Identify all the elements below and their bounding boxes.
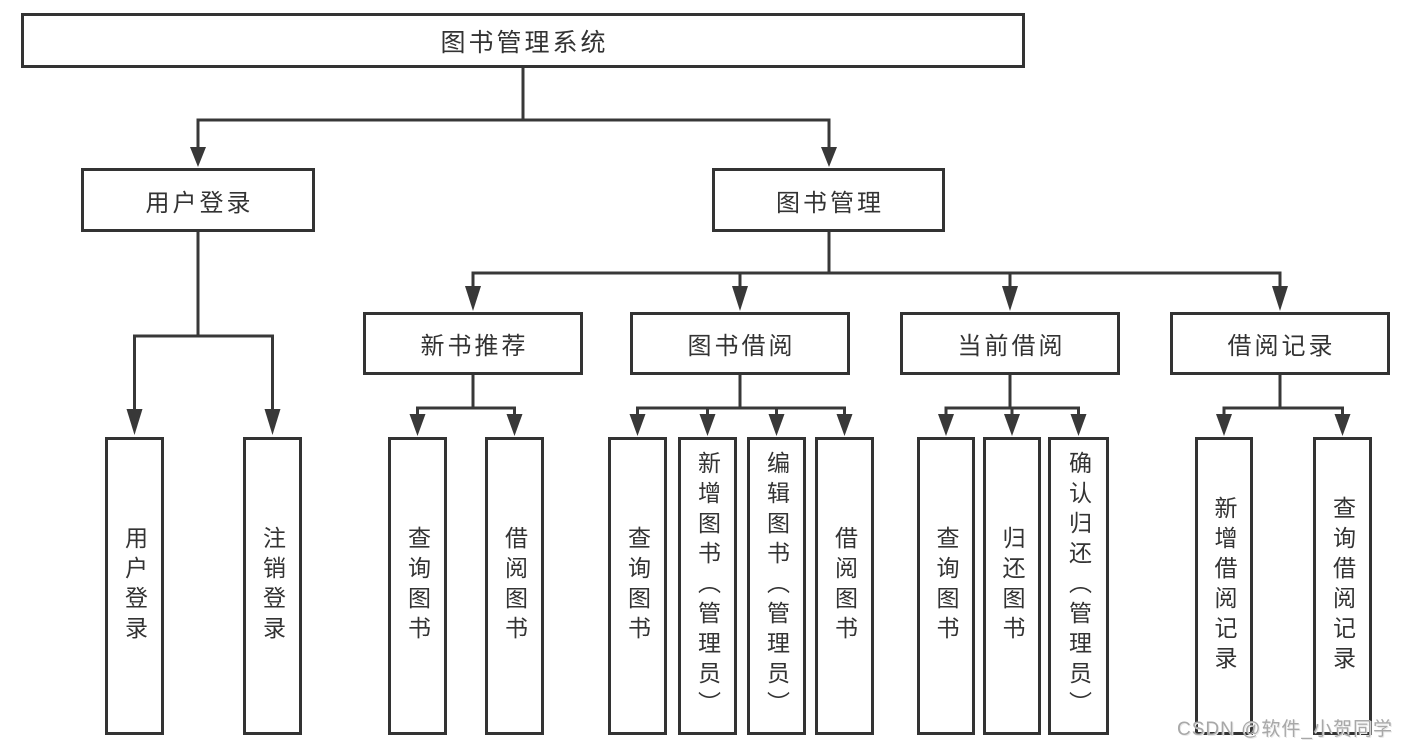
branch-current-borrowing [944, 375, 1080, 415]
leaf-query-books-borrowing: 查询图书 [608, 437, 667, 735]
branch-root [196, 68, 831, 148]
leaf-borrow-books-borrowing: 借阅图书 [815, 437, 874, 735]
node-borrow-records: 借阅记录 [1170, 312, 1390, 375]
branch-user-login [133, 232, 274, 410]
branch-book-management [471, 232, 1282, 287]
node-new-book-recommend: 新书推荐 [363, 312, 583, 375]
node-book-borrowing: 图书借阅 [630, 312, 850, 375]
leaf-add-book-admin: 新增图书（管理员） [678, 437, 737, 735]
leaf-query-books-current: 查询图书 [917, 437, 975, 735]
leaf-edit-book-admin: 编辑图书（管理员） [747, 437, 806, 735]
leaf-add-borrow-record: 新增借阅记录 [1195, 437, 1253, 735]
branch-borrow-records [1222, 375, 1344, 415]
arrowheads [126, 147, 1351, 436]
leaf-user-login: 用户登录 [105, 437, 164, 735]
branch-new-book-recommend [416, 375, 516, 415]
branch-book-borrowing [636, 375, 846, 415]
leaf-query-books-recommend: 查询图书 [388, 437, 447, 735]
node-root-library-system: 图书管理系统 [21, 13, 1025, 68]
leaf-query-borrow-record: 查询借阅记录 [1313, 437, 1372, 735]
csdn-watermark: CSDN @软件_小贺同学 [1177, 719, 1393, 740]
leaf-return-books: 归还图书 [983, 437, 1041, 735]
leaf-confirm-return-admin: 确认归还（管理员） [1048, 437, 1109, 735]
leaf-borrow-books-recommend: 借阅图书 [485, 437, 544, 735]
node-user-login: 用户登录 [81, 168, 315, 232]
node-book-management: 图书管理 [712, 168, 945, 232]
leaf-logout: 注销登录 [243, 437, 302, 735]
node-current-borrowing: 当前借阅 [900, 312, 1120, 375]
